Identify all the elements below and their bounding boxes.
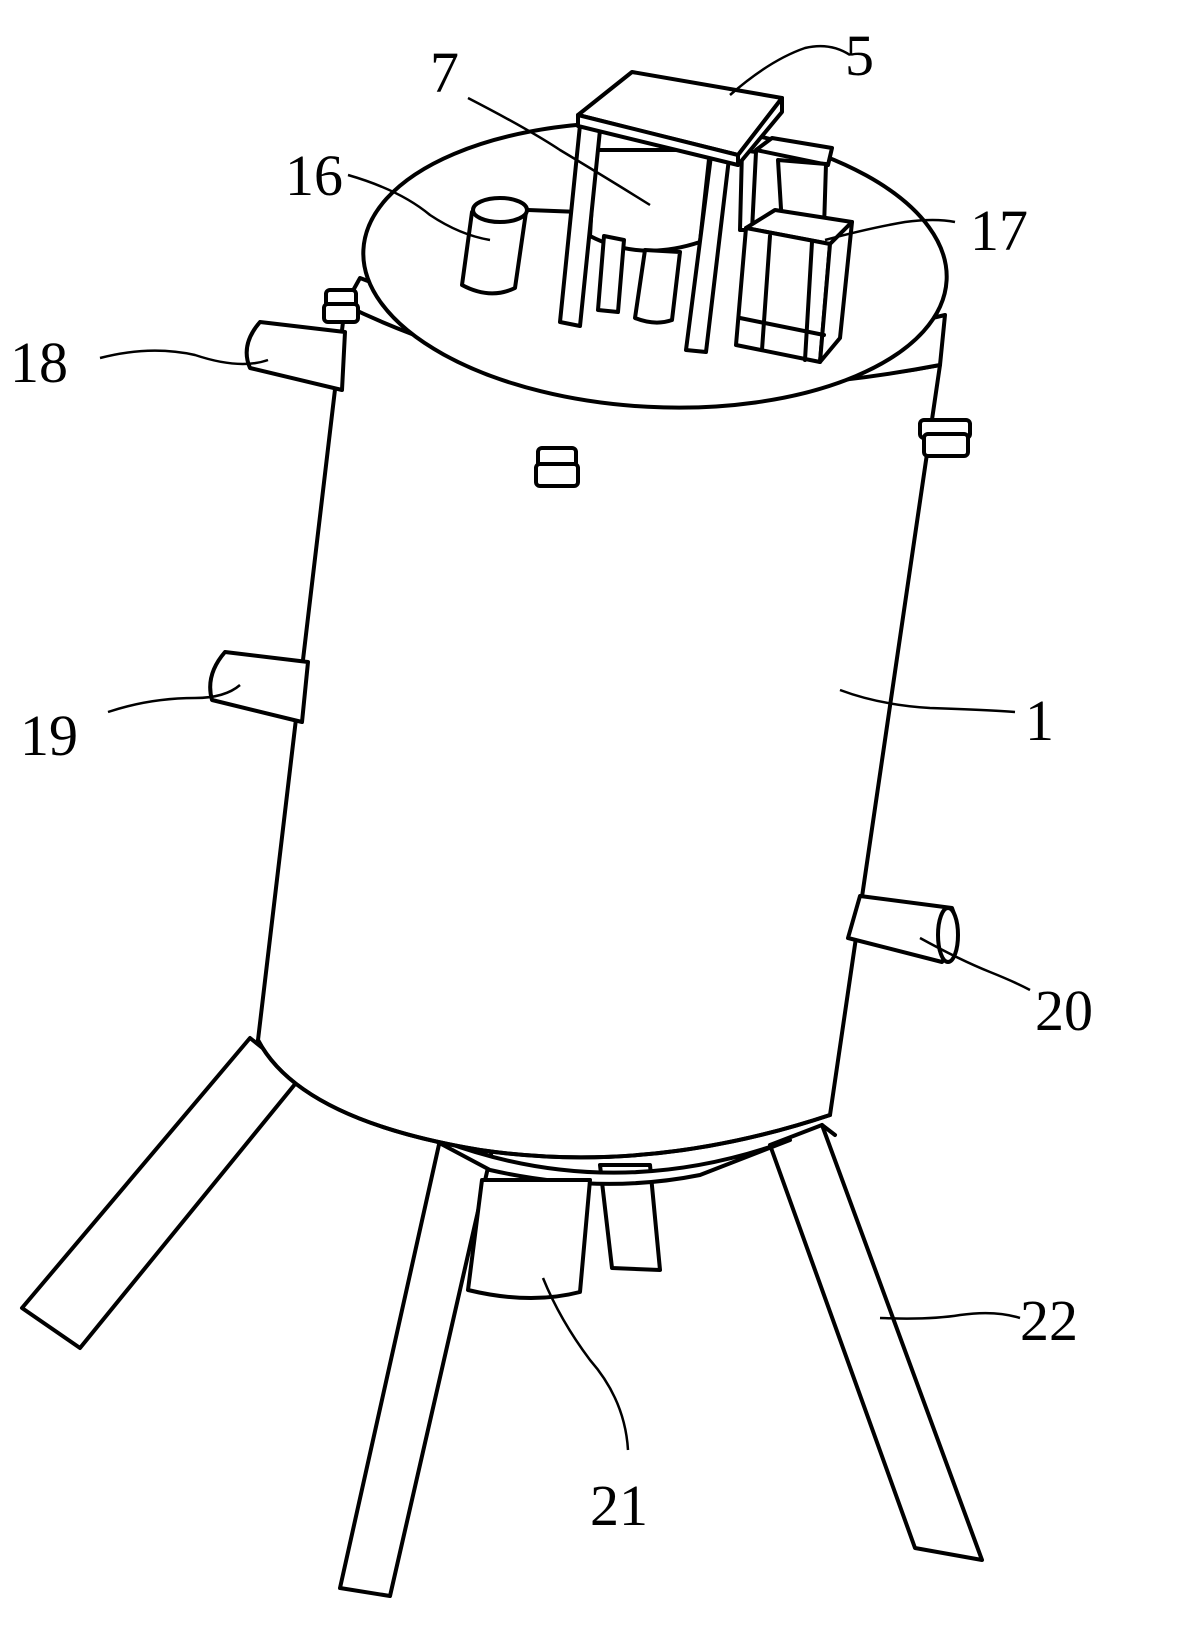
leader-17 [824, 218, 956, 242]
leg-back [598, 1163, 662, 1272]
label-5: 5 [845, 23, 874, 88]
lid-bolts [322, 288, 972, 488]
leg-left [20, 1036, 302, 1350]
leg-front-left [338, 1138, 494, 1598]
pump-17 [734, 208, 854, 364]
tank-body [256, 303, 942, 1160]
bolt-left [322, 288, 360, 324]
bolt-front [534, 446, 580, 488]
leader-20 [919, 936, 1031, 992]
bolt-right [918, 418, 972, 458]
reference-numerals: 5 7 16 17 18 19 1 20 21 22 [10, 23, 1093, 1538]
label-22: 22 [1020, 1288, 1078, 1353]
tank-cylinder [256, 303, 942, 1160]
pipe-19 [208, 650, 310, 724]
pipe-18 [244, 320, 347, 392]
leader-lines [99, 44, 1031, 1451]
leader-5 [729, 44, 851, 96]
label-7: 7 [430, 40, 459, 105]
label-1: 1 [1025, 688, 1054, 753]
support-legs [20, 1036, 984, 1598]
leader-21 [541, 1277, 630, 1451]
label-20: 20 [1035, 978, 1093, 1043]
leader-16 [347, 173, 491, 242]
leader-19 [107, 684, 241, 714]
label-17: 17 [970, 198, 1028, 263]
motor-assembly [558, 70, 834, 354]
feed-pipe-16 [460, 196, 582, 296]
side-box [754, 136, 834, 167]
leg-front-right [768, 1123, 984, 1562]
label-16: 16 [285, 143, 343, 208]
bottom-discharge [413, 1128, 792, 1301]
leader-18 [99, 349, 269, 366]
leader-22 [879, 1311, 1021, 1320]
label-19: 19 [20, 703, 78, 768]
leader-7 [467, 96, 651, 207]
discharge-pipe [466, 1178, 592, 1301]
leader-1 [839, 688, 1016, 714]
label-18: 18 [10, 330, 68, 395]
label-21: 21 [590, 1473, 648, 1538]
side-pipes [208, 320, 960, 964]
